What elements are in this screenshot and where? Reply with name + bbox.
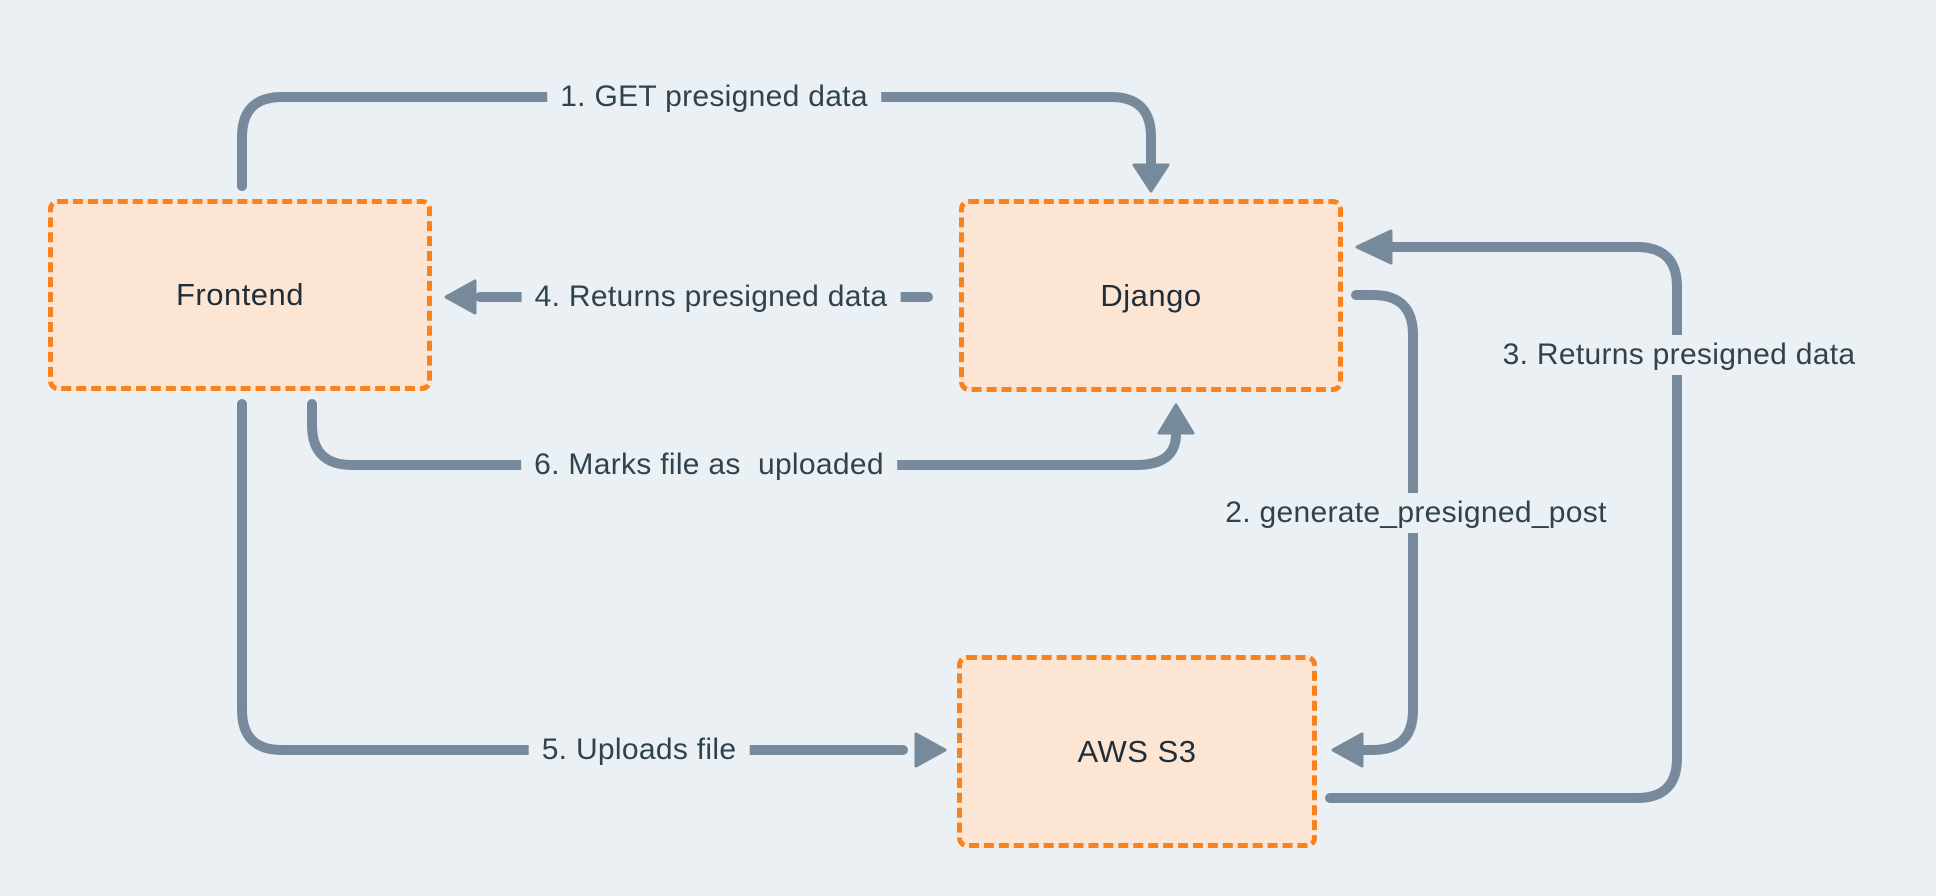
node-aws-s3-label: AWS S3 bbox=[1077, 733, 1197, 769]
edge-3-arrowhead-left-icon bbox=[1355, 229, 1393, 265]
edge-label-returns-presigned-data-frontend: 4. Returns presigned data bbox=[521, 277, 901, 317]
node-django-label: Django bbox=[1100, 277, 1202, 313]
edge-5-arrowhead-right-icon bbox=[914, 732, 947, 768]
edge-5-line bbox=[237, 399, 908, 755]
edge-label-generate-presigned-post: 2. generate_presigned_post bbox=[1212, 493, 1620, 533]
edge-label-get-presigned-data: 1. GET presigned data bbox=[547, 77, 881, 117]
node-frontend-label: Frontend bbox=[175, 277, 305, 312]
edge-6-arrowhead-up-icon bbox=[1157, 403, 1195, 435]
node-django: Django bbox=[959, 199, 1343, 392]
edge-6-line bbox=[307, 399, 1181, 470]
edge-2-arrowhead-left-icon bbox=[1331, 732, 1364, 768]
edge-label-marks-file-as-uploaded: 6. Marks file as uploaded bbox=[521, 445, 897, 485]
node-aws-s3: AWS S3 bbox=[957, 655, 1317, 848]
edge-1-arrowhead-down-icon bbox=[1132, 163, 1170, 193]
edge-label-uploads-file: 5. Uploads file bbox=[528, 730, 750, 770]
edge-3-line bbox=[1325, 242, 1682, 803]
edge-4-arrowhead-left-icon bbox=[444, 279, 477, 315]
node-frontend: Frontend bbox=[48, 199, 432, 391]
edge-label-returns-presigned-data-s3: 3. Returns presigned data bbox=[1489, 335, 1869, 375]
